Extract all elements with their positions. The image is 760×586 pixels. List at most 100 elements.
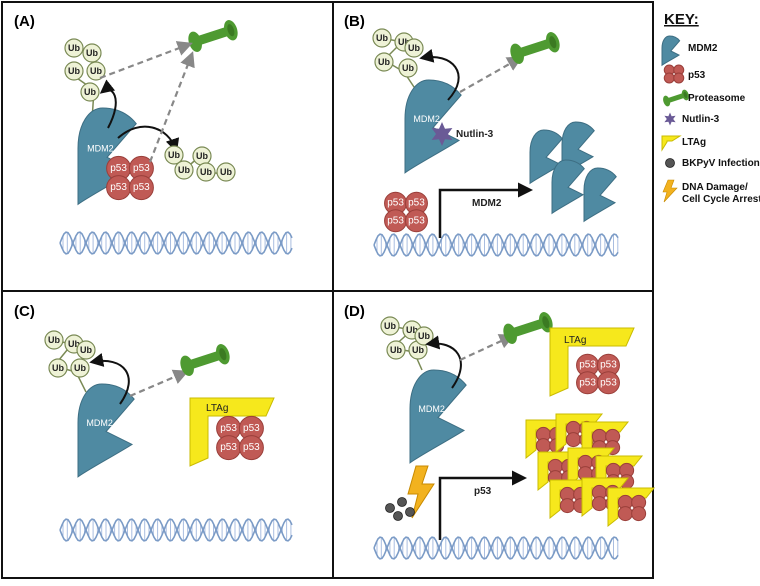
key-legend [661, 35, 689, 203]
ubiquitin-label: Ub [408, 43, 420, 53]
ubiquitin-label: Ub [406, 325, 418, 335]
ubiquitin: Ub [64, 38, 84, 58]
ubiquitin: Ub [372, 28, 392, 48]
ubiquitin-label: Ub [74, 363, 86, 373]
ubiquitin: Ub [386, 340, 406, 360]
key-label-mdm2: MDM2 [688, 43, 718, 54]
degradation-arrow [99, 41, 193, 80]
p53-label: p53 [408, 215, 425, 226]
mdm2-icon [583, 167, 617, 223]
p53-label: p53 [579, 377, 596, 388]
p53-label: p53 [387, 215, 404, 226]
ubiquitin: Ub [80, 82, 100, 102]
ubiquitin-label: Ub [402, 63, 414, 73]
degradation-arrow [148, 51, 195, 163]
mdm2-icon: MDM2 [404, 79, 462, 174]
dna-helix [59, 231, 293, 255]
virus-icon [665, 158, 675, 168]
ubiquitin-label: Ub [90, 66, 102, 76]
dna-helix [373, 536, 619, 560]
p53-tetramer [663, 64, 685, 84]
ltag-p53-complex [607, 487, 656, 528]
p53-label: p53 [387, 198, 404, 209]
ubiquitin-label: Ub [86, 48, 98, 58]
ubiquitin: Ub [164, 145, 184, 165]
p53-tetramer [617, 494, 647, 522]
ubiquitin-label: Ub [220, 167, 232, 177]
transcription-arrow [438, 182, 533, 238]
ubiquitin-label: Ub [68, 43, 80, 53]
mdm2-icon [551, 159, 585, 215]
mdm2-icon: MDM2 [77, 383, 135, 478]
lightning-icon [407, 465, 435, 519]
ubiquitin: Ub [174, 160, 194, 180]
key-title: KEY: [664, 11, 699, 28]
transcription-label: MDM2 [472, 198, 502, 209]
p53-label: p53 [110, 182, 127, 193]
ltag-label: LTAg [206, 403, 228, 414]
transcription-arrow [438, 470, 527, 540]
mdm2-label: MDM2 [87, 143, 114, 153]
ubiquitin-label: Ub [168, 150, 180, 160]
lightning-icon [662, 179, 678, 203]
ubiquitin-label: Ub [80, 345, 92, 355]
key-label-nutlin: Nutlin-3 [682, 114, 720, 125]
ubiquitin: Ub [70, 358, 90, 378]
nutlin-icon [664, 112, 676, 126]
p53-label: p53 [110, 163, 127, 174]
ubiquitin-label: Ub [418, 331, 430, 341]
key-label-p53: p53 [688, 70, 706, 81]
ubiquitination-arrow [419, 48, 460, 101]
panel-label-d: (D) [344, 303, 365, 320]
degradation-arrow [129, 369, 189, 398]
dna-helix [59, 518, 293, 542]
panel-label-a: (A) [14, 13, 35, 30]
ubiquitin-label: Ub [84, 87, 96, 97]
p53-label: p53 [243, 442, 260, 453]
p53-label: p53 [243, 423, 260, 434]
ubiquitin: Ub [374, 52, 394, 72]
ubiquitin-label: Ub [378, 57, 390, 67]
ubiquitin-label: Ub [390, 345, 402, 355]
proteasome-icon [510, 32, 560, 64]
key-label-bkpyv: BKPyV Infection [682, 158, 760, 169]
mdm2-icon [529, 129, 563, 185]
ubiquitin-label: Ub [412, 345, 424, 355]
p53-label: p53 [133, 182, 150, 193]
p53-label: p53 [600, 377, 617, 388]
degradation-arrow [459, 56, 523, 93]
key-label-ltag: LTAg [682, 137, 706, 148]
p53-tetramer: p53 p53 p53 p53 [216, 415, 264, 461]
proteasome-icon [188, 20, 238, 52]
degradation-arrow [459, 334, 515, 361]
ubiquitin: Ub [414, 326, 434, 346]
ubiquitin: Ub [380, 316, 400, 336]
p53-label: p53 [133, 163, 150, 174]
panel-label-c: (C) [14, 303, 35, 320]
ubiquitin-label: Ub [68, 66, 80, 76]
ubiquitin: Ub [192, 146, 212, 166]
ubiquitin-label: Ub [52, 363, 64, 373]
p53-label: p53 [220, 442, 237, 453]
mdm2-label: MDM2 [413, 114, 440, 124]
p53-label: p53 [600, 360, 617, 371]
ubiquitin: Ub [86, 61, 106, 81]
ubiquitin-label: Ub [196, 151, 208, 161]
nutlin-icon [431, 122, 453, 146]
ubiquitin-label: Ub [178, 165, 190, 175]
key-label-cell-cycle-arrest: Cell Cycle Arrest [682, 194, 760, 205]
p53-label: p53 [220, 423, 237, 434]
nutlin-label: Nutlin-3 [456, 129, 494, 140]
ltag-icon [661, 135, 682, 152]
ubiquitin: Ub [82, 43, 102, 63]
ubiquitination-arrow [425, 335, 462, 389]
ubiquitination-arrow [117, 125, 180, 153]
dna-helix [373, 233, 619, 257]
ltag-label: LTAg [564, 335, 586, 346]
mdm2-label: MDM2 [418, 404, 445, 414]
